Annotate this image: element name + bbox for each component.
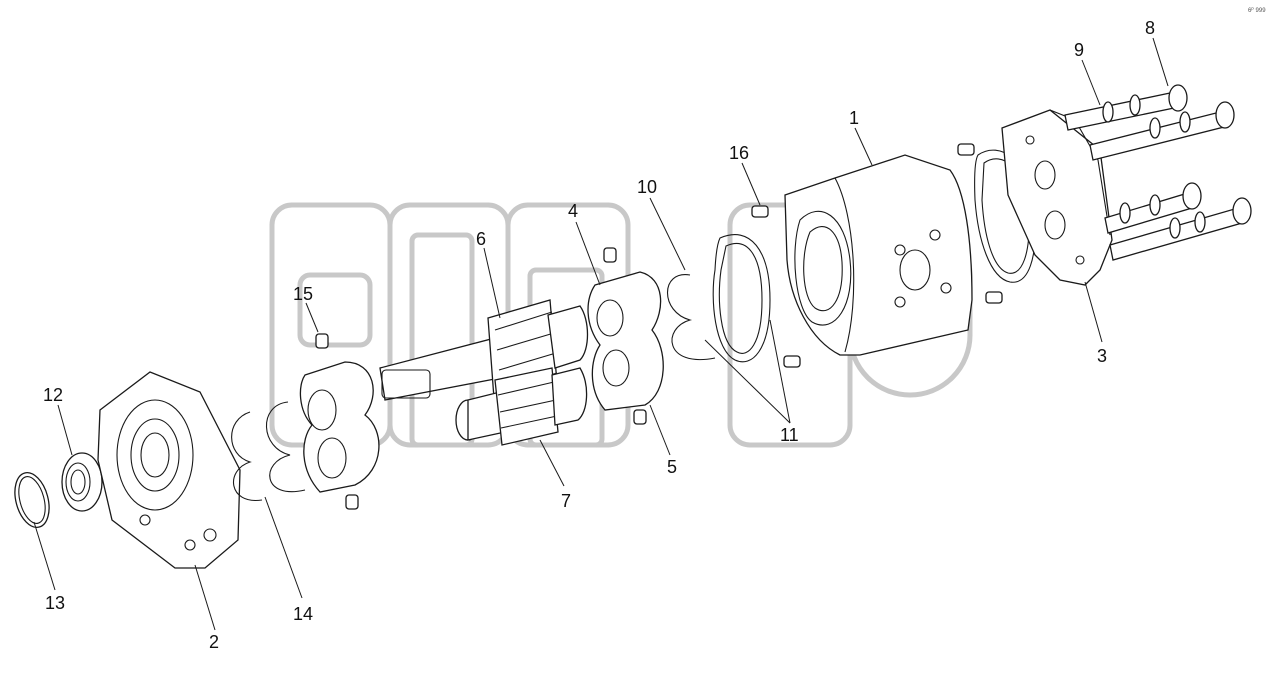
callout-4: 4 — [568, 201, 578, 221]
leader-lines — [33, 37, 1169, 631]
callout-5: 5 — [667, 457, 677, 477]
front-bearing-block — [299, 361, 380, 493]
callout-9: 9 — [1074, 40, 1084, 60]
part-11-o-ring — [712, 234, 771, 363]
part-2-front-cover — [97, 371, 241, 569]
callout-14: 14 — [293, 604, 313, 624]
part-7-driven-gear — [455, 367, 588, 446]
part-15-dowel-pins — [315, 333, 359, 510]
part-4-bearing-block — [587, 247, 664, 425]
callout-13: 13 — [45, 593, 65, 613]
callout-8: 8 — [1145, 18, 1155, 38]
callout-12: 12 — [43, 385, 63, 405]
callout-2: 2 — [209, 632, 219, 652]
callout-7: 7 — [561, 491, 571, 511]
part-16-dowel-pins — [751, 143, 1003, 368]
callout-3: 3 — [1097, 346, 1107, 366]
callout-11: 11 — [780, 425, 799, 445]
part-8-9-bolts — [1064, 84, 1252, 261]
callout-10: 10 — [637, 177, 657, 197]
part-10-snap-ring — [667, 274, 716, 361]
part-12-seal — [61, 452, 103, 512]
callout-1: 1 — [849, 108, 859, 128]
part-14-seal-rings — [231, 401, 306, 501]
part-3-rear-cover — [1001, 109, 1113, 286]
corner-code: 6ᴾ 999 — [1248, 7, 1266, 14]
callout-6: 6 — [476, 229, 486, 249]
callout-15: 15 — [293, 284, 313, 304]
part-13-retaining-ring — [14, 471, 50, 529]
part-1-pump-body — [784, 154, 973, 356]
callout-labels: 1 2 3 4 5 6 7 8 9 10 11 12 13 14 15 16 — [43, 18, 1155, 652]
callout-16: 16 — [729, 143, 749, 163]
